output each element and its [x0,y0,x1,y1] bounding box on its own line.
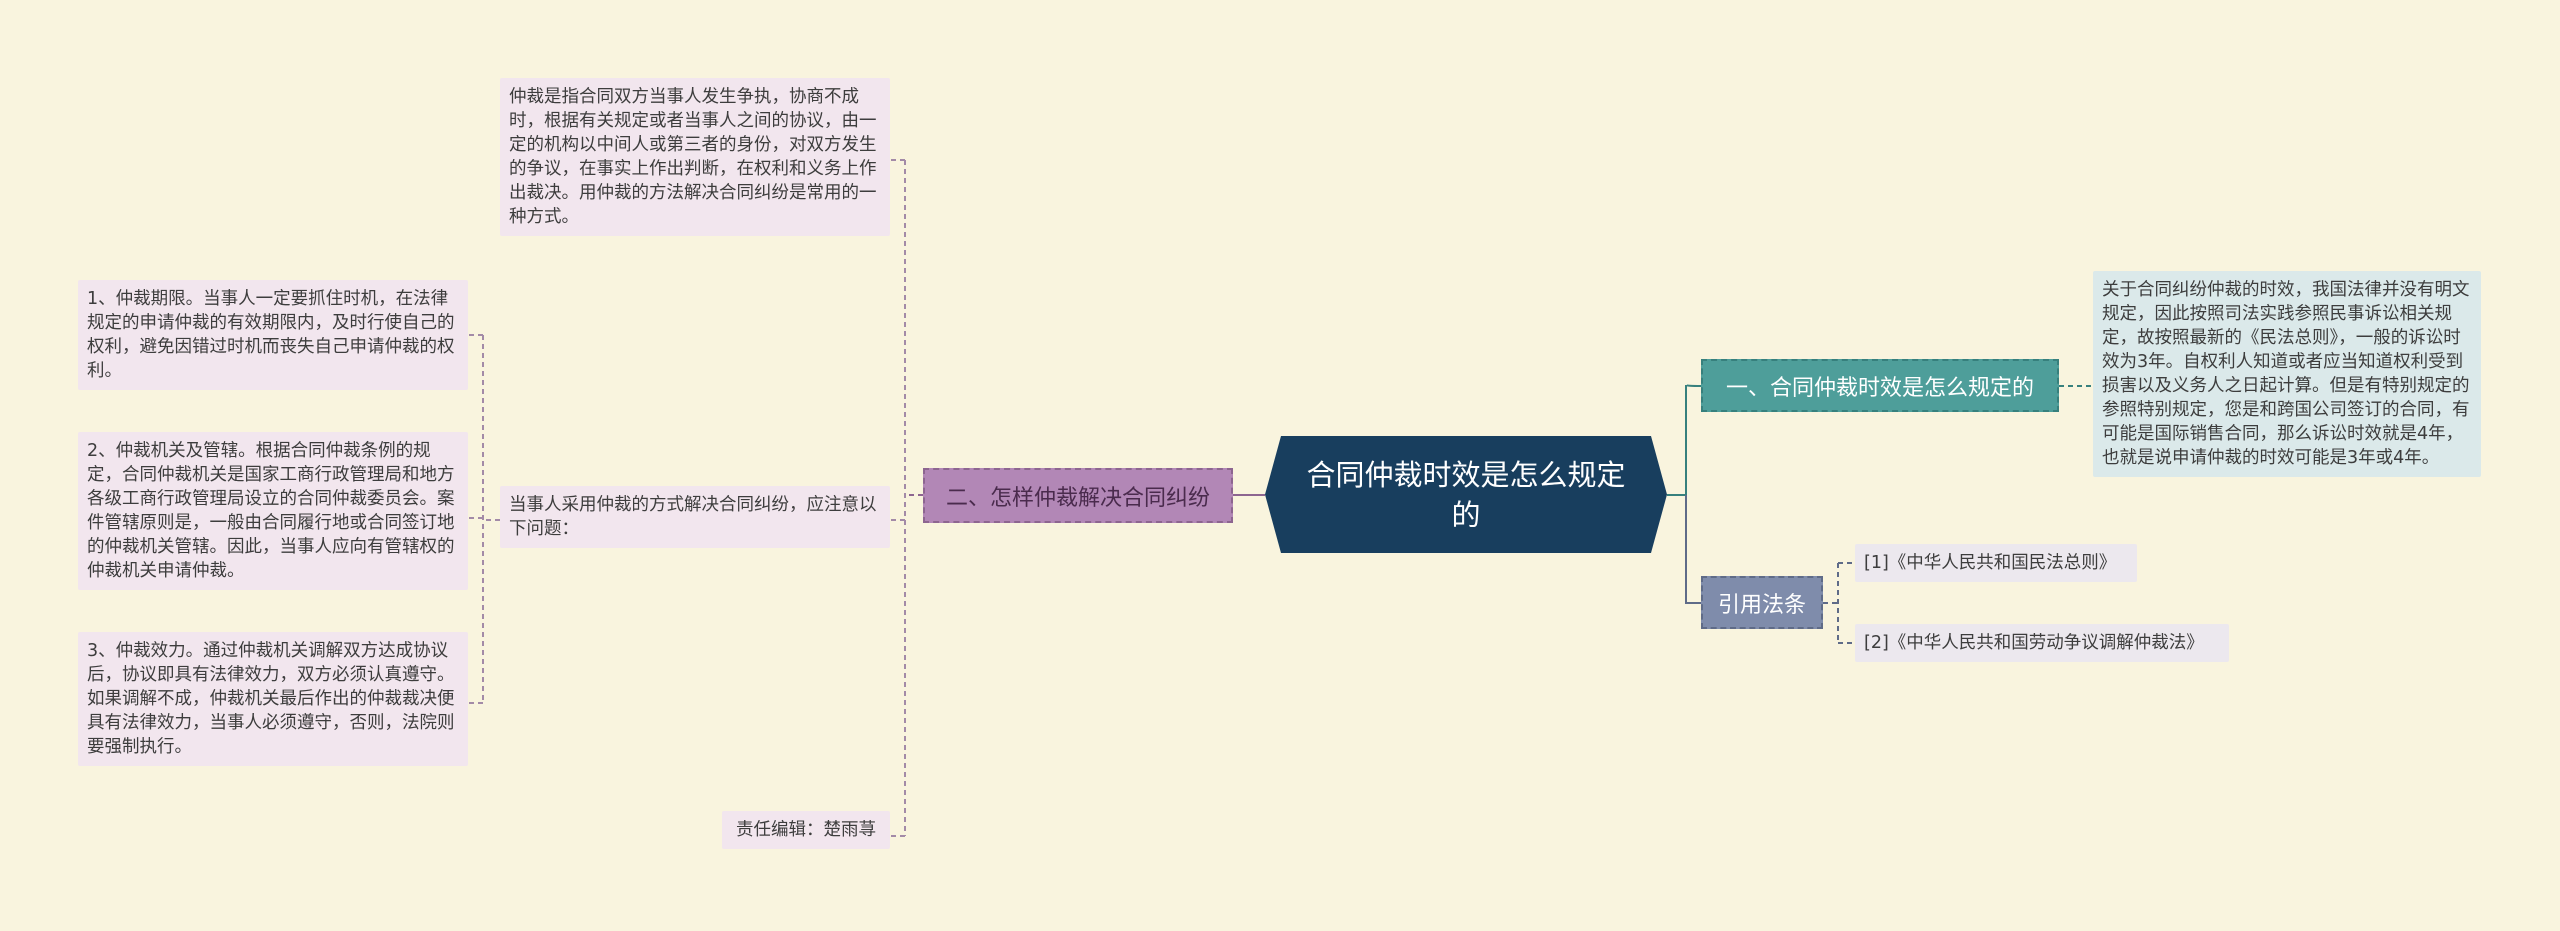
branch-cited-laws[interactable]: 引用法条 [1701,576,1823,629]
leaf-law-ref-2[interactable]: [2]《中华人民共和国劳动争议调解仲裁法》 [1855,624,2229,662]
leaf-time-limit-detail[interactable]: 关于合同纠纷仲裁的时效，我国法律并没有明文规定，因此按照司法实践参照民事诉讼相关… [2093,271,2481,477]
leaf-text: 仲裁是指合同双方当事人发生争执，协商不成时，根据有关规定或者当事人之间的协议，由… [509,87,877,227]
leaf-text: 关于合同纠纷仲裁的时效，我国法律并没有明文规定，因此按照司法实践参照民事诉讼相关… [2102,280,2470,468]
branch-label: 引用法条 [1717,592,1806,618]
leaf-text: [2]《中华人民共和国劳动争议调解仲裁法》 [1864,633,2204,653]
leaf-text: 1、仲裁期限。当事人一定要抓住时机，在法律规定的申请仲裁的有效期限内，及时行使自… [87,289,455,381]
leaf-text: [1]《中华人民共和国民法总则》 [1864,553,2117,573]
leaf-text: 2、仲裁机关及管辖。根据合同仲裁条例的规定，合同仲裁机关是国家工商行政管理局和地… [87,441,455,581]
leaf-issues-intro[interactable]: 当事人采用仲裁的方式解决合同纠纷，应注意以下问题： [500,486,890,548]
leaf-text: 3、仲裁效力。通过仲裁机关调解双方达成协议后，协议即具有法律效力，双方必须认真遵… [87,641,455,757]
branch-label: 二、怎样仲裁解决合同纠纷 [945,485,1210,511]
editor-text: 责任编辑：楚雨荨 [736,820,876,840]
leaf-text: 当事人采用仲裁的方式解决合同纠纷，应注意以下问题： [509,495,877,539]
branch-arbitration-time-limit[interactable]: 一、合同仲裁时效是怎么规定的 [1701,359,2059,412]
leaf-arbitration-definition[interactable]: 仲裁是指合同双方当事人发生争执，协商不成时，根据有关规定或者当事人之间的协议，由… [500,78,890,236]
leaf-issue-time-limit[interactable]: 1、仲裁期限。当事人一定要抓住时机，在法律规定的申请仲裁的有效期限内，及时行使自… [78,280,468,390]
leaf-editor[interactable]: 责任编辑：楚雨荨 [722,811,890,849]
central-topic-label: 合同仲裁时效是怎么规定的 [1306,457,1626,532]
branch-label: 一、合同仲裁时效是怎么规定的 [1725,375,2034,401]
branch-how-to-arbitrate[interactable]: 二、怎样仲裁解决合同纠纷 [923,468,1233,523]
leaf-issue-effect[interactable]: 3、仲裁效力。通过仲裁机关调解双方达成协议后，协议即具有法律效力，双方必须认真遵… [78,632,468,766]
leaf-law-ref-1[interactable]: [1]《中华人民共和国民法总则》 [1855,544,2137,582]
leaf-issue-jurisdiction[interactable]: 2、仲裁机关及管辖。根据合同仲裁条例的规定，合同仲裁机关是国家工商行政管理局和地… [78,432,468,590]
central-topic[interactable]: 合同仲裁时效是怎么规定的 [1265,436,1667,553]
